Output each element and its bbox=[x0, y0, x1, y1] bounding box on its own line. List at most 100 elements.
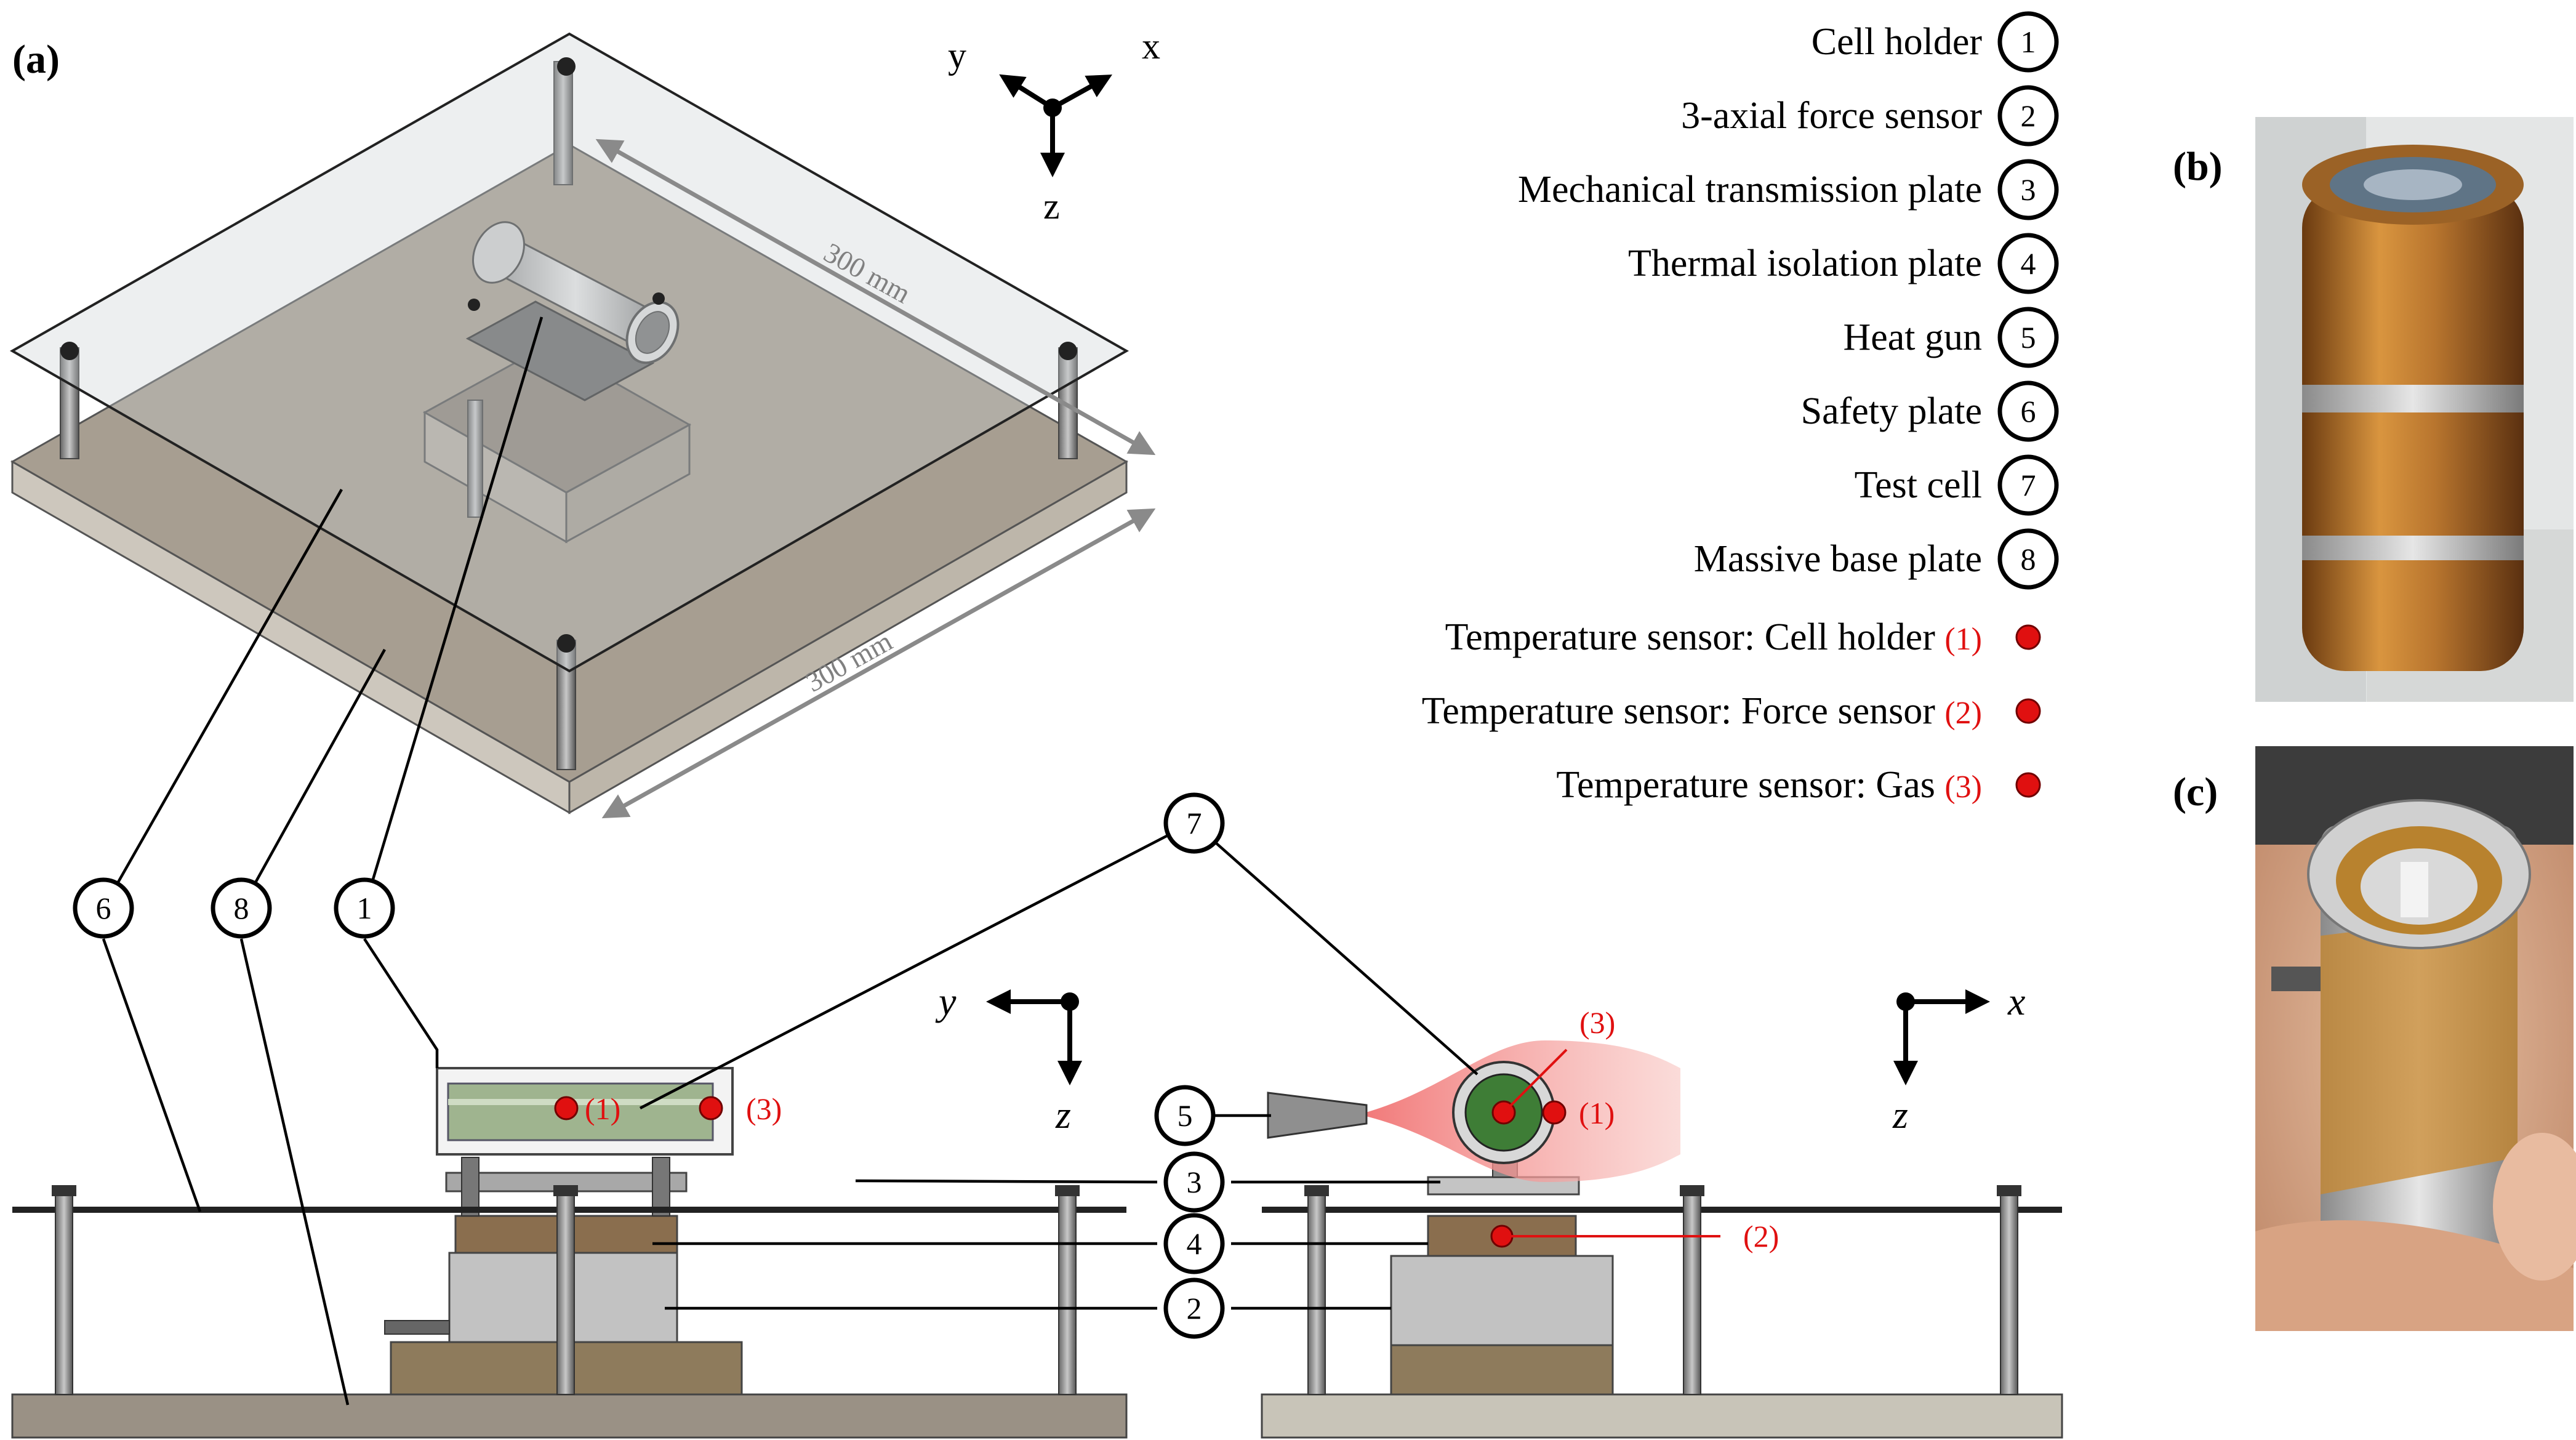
callout-6: 6 bbox=[73, 877, 134, 939]
legend-number-circle bbox=[1997, 85, 2059, 147]
legend-sensor-text: Temperature sensor: Cell holder bbox=[1445, 616, 1936, 658]
legend-number: 6 bbox=[2021, 394, 2036, 428]
front-axis-x-label: x bbox=[2007, 979, 2025, 1023]
legend-number: 7 bbox=[2021, 468, 2036, 502]
side-sensor-cell-holder-dot bbox=[554, 1096, 579, 1120]
legend-item: Thermal isolation plate 4 bbox=[1628, 233, 2059, 294]
photo-c-thumb bbox=[2255, 1220, 2574, 1331]
iso-axis-z-label: z bbox=[1043, 186, 1060, 227]
callout-4: 4 bbox=[1163, 1213, 1225, 1274]
legend-number-circle bbox=[1997, 380, 2059, 442]
side-axis-y-label: y bbox=[935, 979, 957, 1023]
legend-item: Massive base plate 8 bbox=[1694, 528, 2059, 590]
legend-sensor-text: Temperature sensor: Gas bbox=[1556, 764, 1935, 806]
front-base-plate bbox=[1261, 1393, 2063, 1439]
photo-b-wrapped-cell bbox=[2255, 117, 2574, 702]
legend-number-circle bbox=[1997, 528, 2059, 590]
front-posts bbox=[1304, 1185, 2021, 1395]
legend-number-circle bbox=[1997, 233, 2059, 294]
legend-number: 8 bbox=[2021, 542, 2036, 576]
front-axis-z-label: z bbox=[1892, 1093, 1908, 1136]
legend-sensor-dot bbox=[2015, 624, 2041, 650]
dimension-arrow-width bbox=[601, 508, 1156, 819]
legend-item: Mechanical transmission plate 3 bbox=[1518, 159, 2059, 220]
iso-axes: y x z bbox=[948, 26, 1160, 227]
legend-number: 5 bbox=[2021, 320, 2036, 355]
side-sensor-gas-tag: (3) bbox=[746, 1092, 782, 1126]
svg-text:3: 3 bbox=[1187, 1165, 1202, 1199]
legend-item-label: Thermal isolation plate bbox=[1628, 243, 1982, 284]
photo-b-band-2 bbox=[2302, 536, 2524, 560]
front-sensor-force-tag: (2) bbox=[1743, 1219, 1779, 1253]
legend-number-circle bbox=[1997, 11, 2059, 73]
legend-number: 4 bbox=[2021, 246, 2036, 281]
legend-item: Safety plate 6 bbox=[1801, 380, 2059, 442]
dimension-arrow-depth bbox=[595, 139, 1156, 456]
legend-sensor: Temperature sensor: Gas (3) bbox=[1556, 764, 2041, 806]
iso-axis-x-label: x bbox=[1142, 26, 1160, 66]
heat-gun-nozzle bbox=[1267, 1092, 1368, 1139]
legend-item-label: Massive base plate bbox=[1694, 538, 1982, 580]
front-sensor-cell-holder-dot bbox=[1542, 1100, 1567, 1125]
isometric-assembly: 300 mm 300 mm bbox=[9, 32, 1156, 819]
legend-number: 3 bbox=[2021, 172, 2036, 207]
legend-item: Test cell 7 bbox=[1855, 454, 2059, 516]
side-mount-left bbox=[461, 1157, 479, 1217]
front-view: (3) (1) (2) x z bbox=[1261, 979, 2063, 1439]
side-view: (1) (3) y z bbox=[11, 979, 1128, 1439]
legend-sensor: Temperature sensor: Force sensor (2) bbox=[1422, 690, 2041, 732]
legend-number: 2 bbox=[2021, 99, 2036, 133]
front-sensor-cell-holder-tag: (1) bbox=[1579, 1096, 1615, 1130]
photo-c-held-cell bbox=[2255, 746, 2576, 1331]
legend-number-circle bbox=[1997, 159, 2059, 220]
callout-3: 3 bbox=[1163, 1151, 1225, 1213]
front-force-sensor bbox=[1390, 1255, 1614, 1346]
legend-item-label: Mechanical transmission plate bbox=[1518, 169, 1982, 211]
side-axis-z-label: z bbox=[1055, 1093, 1071, 1136]
side-sensor-gas-dot bbox=[699, 1096, 723, 1120]
svg-text:4: 4 bbox=[1187, 1226, 1202, 1261]
svg-text:5: 5 bbox=[1178, 1098, 1193, 1133]
legend-number: 1 bbox=[2021, 25, 2036, 59]
legend-sensor-text: Temperature sensor: Force sensor bbox=[1422, 690, 1935, 732]
legend-sensor-tag: (1) bbox=[1944, 622, 1982, 657]
legend-sensor-label: Temperature sensor: Force sensor (2) bbox=[1422, 690, 1982, 732]
callout-5: 5 bbox=[1154, 1085, 1216, 1146]
side-force-sensor-handle bbox=[384, 1320, 450, 1335]
callout-1: 1 bbox=[334, 877, 395, 939]
side-mount-right bbox=[652, 1157, 670, 1217]
side-sensor-cell-holder-tag: (1) bbox=[585, 1092, 620, 1126]
legend-number-circle bbox=[1997, 454, 2059, 516]
legend-sensor-tag: (2) bbox=[1944, 696, 1982, 731]
photo-b-cell-body bbox=[2302, 185, 2524, 671]
legend-sensor-label: Temperature sensor: Gas (3) bbox=[1556, 764, 1982, 806]
callout-7: 7 bbox=[1163, 792, 1225, 854]
callout-leaders bbox=[102, 316, 1479, 1406]
iso-axis-y-label: y bbox=[948, 35, 966, 76]
iso-post-front bbox=[556, 640, 576, 770]
svg-text:6: 6 bbox=[96, 891, 111, 925]
svg-text:2: 2 bbox=[1187, 1291, 1202, 1325]
callout-8: 8 bbox=[211, 877, 272, 939]
front-force-sensor-base bbox=[1390, 1344, 1614, 1396]
svg-text:8: 8 bbox=[234, 891, 249, 925]
side-posts bbox=[52, 1185, 1080, 1395]
iso-post-left bbox=[60, 347, 79, 459]
photo-b-band-1 bbox=[2302, 385, 2524, 412]
side-base-plate bbox=[11, 1393, 1128, 1439]
legend-sensor-tag: (3) bbox=[1944, 770, 1982, 805]
iso-post-center bbox=[467, 400, 483, 518]
photo-c-kapton-wrap bbox=[2321, 911, 2518, 1194]
callout-2: 2 bbox=[1163, 1277, 1225, 1339]
legend-item-label: Safety plate bbox=[1801, 390, 1982, 432]
legend-sensor-dot bbox=[2015, 772, 2041, 798]
svg-text:1: 1 bbox=[357, 891, 372, 925]
panel-label-a: (a) bbox=[12, 37, 60, 82]
legend-item-label: Test cell bbox=[1855, 464, 1982, 506]
panel-label-b: (b) bbox=[2173, 144, 2223, 189]
